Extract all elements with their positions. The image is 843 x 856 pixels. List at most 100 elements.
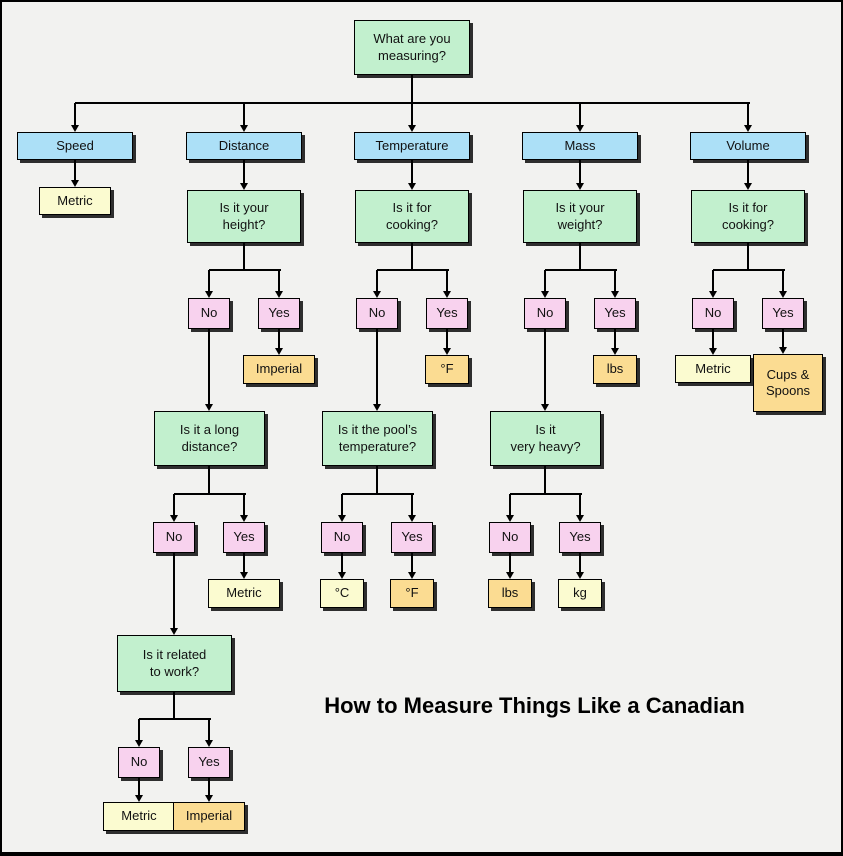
connector-line <box>782 329 784 348</box>
result-box-temp-fahrenheit-2: °F <box>390 579 434 608</box>
result-box-mass-lbs-1: lbs <box>593 355 637 384</box>
connector-line <box>544 329 546 405</box>
question-box-distance-height: Is it your height? <box>187 190 301 243</box>
decision-box-mass-q1-yes: Yes <box>594 298 636 329</box>
category-box-volume: Volume <box>690 132 806 160</box>
decision-box-volume-q1-no: No <box>692 298 734 329</box>
arrowhead-icon <box>407 125 416 132</box>
connector-line <box>579 160 581 184</box>
result-box-distance-imperial: Imperial <box>243 355 315 384</box>
arrowhead-icon <box>169 515 178 522</box>
connector-line <box>411 160 413 184</box>
arrowhead-icon <box>239 515 248 522</box>
decision-box-distance-q3-yes: Yes <box>188 747 230 778</box>
connector-line <box>545 269 617 271</box>
connector-line <box>411 553 413 573</box>
connector-line <box>713 269 785 271</box>
arrowhead-icon <box>575 125 584 132</box>
arrowhead-icon <box>708 291 717 298</box>
arrowhead-icon <box>505 515 514 522</box>
result-box-volume-metric: Metric <box>675 355 751 383</box>
result-box-speed-metric: Metric <box>39 187 111 215</box>
arrowhead-icon <box>407 515 416 522</box>
connector-line <box>208 270 210 292</box>
connector-line <box>614 329 616 349</box>
arrowhead-icon <box>575 183 584 190</box>
connector-line <box>243 160 245 184</box>
connector-line <box>138 777 140 796</box>
arrowhead-icon <box>169 628 178 635</box>
connector-line <box>376 270 378 292</box>
arrowhead-icon <box>70 180 79 187</box>
connector-line <box>579 553 581 573</box>
arrowhead-icon <box>610 291 619 298</box>
connector-line <box>138 719 140 741</box>
connector-line <box>243 103 245 126</box>
decision-box-temp-q2-no: No <box>321 522 363 553</box>
result-box-distance-metric-2: Metric <box>208 579 280 608</box>
connector-line <box>208 329 210 405</box>
connector-line <box>544 466 546 494</box>
decision-box-temp-q1-yes: Yes <box>426 298 468 329</box>
diagram-title: How to Measure Things Like a Canadian <box>324 693 745 718</box>
arrowhead-icon <box>337 572 346 579</box>
connector-line <box>342 493 414 495</box>
connector-line <box>341 553 343 573</box>
connector-line <box>173 553 175 629</box>
decision-box-distance-q2-yes: Yes <box>223 522 265 553</box>
result-box-distance-metric-3: Metric <box>103 802 175 831</box>
category-box-temperature: Temperature <box>354 132 470 160</box>
connector-line <box>544 270 546 292</box>
result-box-temp-celsius: °C <box>320 579 364 608</box>
result-box-volume-cups-spoons: Cups & Spoons <box>753 354 823 412</box>
question-box-volume-cooking: Is it for cooking? <box>691 190 805 243</box>
arrowhead-icon <box>70 125 79 132</box>
connector-line <box>712 329 714 349</box>
decision-box-mass-q2-no: No <box>489 522 531 553</box>
connector-line <box>579 103 581 126</box>
result-box-temp-fahrenheit-1: °F <box>425 355 469 384</box>
connector-line <box>579 494 581 516</box>
arrowhead-icon <box>239 183 248 190</box>
connector-line <box>411 103 413 126</box>
arrowhead-icon <box>743 125 752 132</box>
arrowhead-icon <box>372 291 381 298</box>
category-box-distance: Distance <box>186 132 302 160</box>
decision-box-distance-q3-no: No <box>118 747 160 778</box>
connector-line <box>139 718 211 720</box>
connector-line <box>243 494 245 516</box>
connector-line <box>75 102 750 104</box>
arrowhead-icon <box>575 515 584 522</box>
connector-line <box>208 719 210 741</box>
connector-line <box>376 329 378 405</box>
arrowhead-icon <box>204 291 213 298</box>
connector-line <box>376 466 378 494</box>
decision-box-volume-q1-yes: Yes <box>762 298 804 329</box>
arrowhead-icon <box>540 291 549 298</box>
arrowhead-icon <box>778 347 787 354</box>
arrowhead-icon <box>442 291 451 298</box>
connector-line <box>509 553 511 573</box>
connector-line <box>278 270 280 292</box>
arrowhead-icon <box>274 291 283 298</box>
arrowhead-icon <box>134 740 143 747</box>
connector-line <box>509 494 511 516</box>
connector-line <box>174 493 246 495</box>
result-box-distance-imperial-3: Imperial <box>173 802 245 831</box>
connector-line <box>74 160 76 181</box>
decision-box-mass-q1-no: No <box>524 298 566 329</box>
connector-line <box>208 777 210 796</box>
connector-line <box>411 494 413 516</box>
arrowhead-icon <box>337 515 346 522</box>
arrowhead-icon <box>505 572 514 579</box>
question-box-temp-pool: Is it the pool’s temperature? <box>322 411 433 466</box>
arrowhead-icon <box>274 348 283 355</box>
connector-line <box>208 466 210 494</box>
connector-line <box>173 494 175 516</box>
result-box-mass-kg: kg <box>558 579 602 608</box>
question-box-temp-cooking: Is it for cooking? <box>355 190 469 243</box>
arrowhead-icon <box>407 572 416 579</box>
connector-line <box>446 270 448 292</box>
connector-line <box>173 692 175 719</box>
connector-line <box>377 269 449 271</box>
